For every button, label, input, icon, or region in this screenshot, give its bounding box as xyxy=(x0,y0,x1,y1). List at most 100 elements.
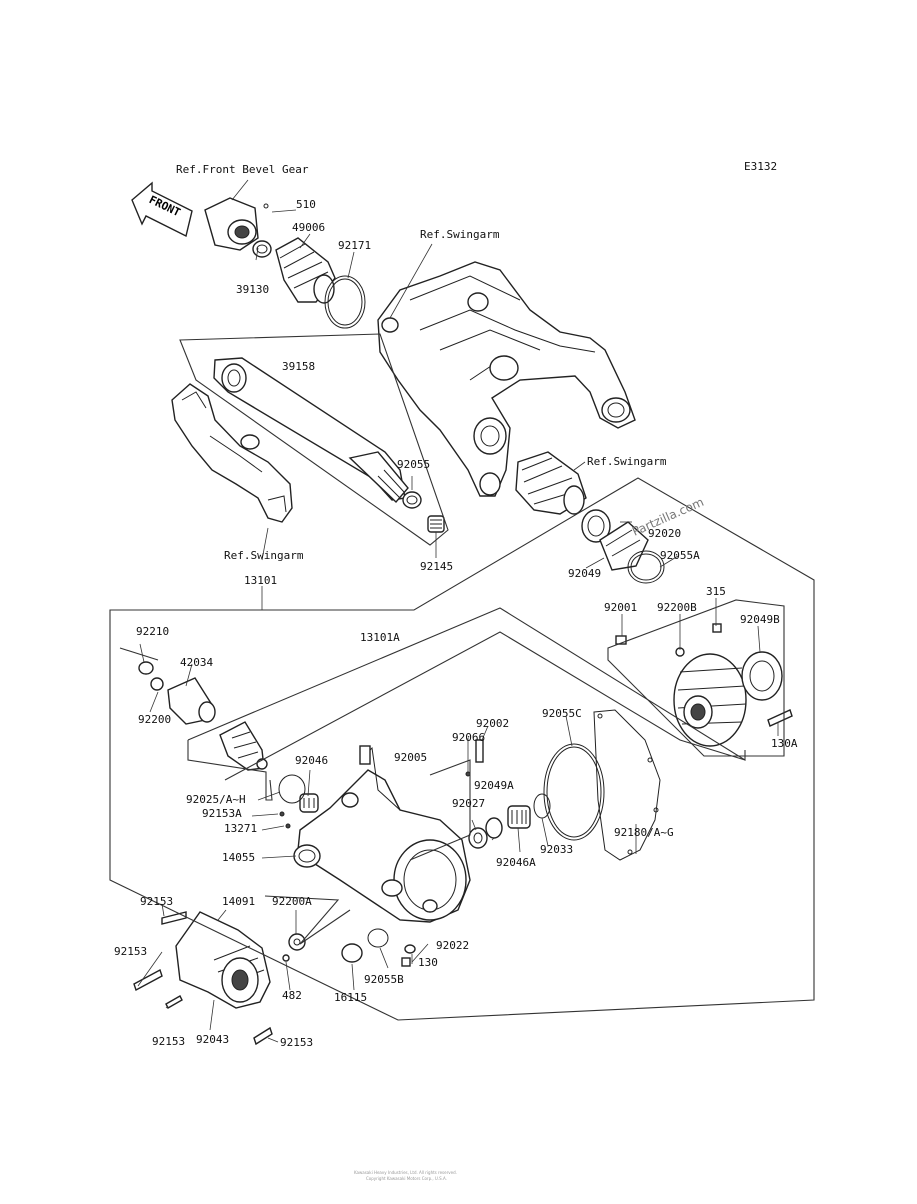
washer-92022-icon xyxy=(401,944,416,967)
washer-92200-icon xyxy=(150,677,164,691)
ring-gear-icon xyxy=(615,623,747,747)
leader-lines xyxy=(137,179,779,1043)
label-130: 130 xyxy=(418,956,438,969)
oring-92055C-icon xyxy=(543,743,605,841)
front-bevel-gear-icon xyxy=(204,197,269,251)
drive-shaft-icon xyxy=(213,357,409,504)
label-92049B: 92049B xyxy=(740,613,780,626)
bearing-92049-icon xyxy=(581,509,649,571)
label-92210: 92210 xyxy=(136,625,170,638)
label-92055B: 92055B xyxy=(364,973,404,986)
boot-swingarm-icon xyxy=(515,451,587,515)
label-13271: 13271 xyxy=(224,822,258,835)
label-39130: 39130 xyxy=(236,283,270,296)
diagram-code: E3132 xyxy=(744,160,778,173)
footer-line-1: Kawasaki Heavy Industries, Ltd. All righ… xyxy=(354,1170,457,1175)
bearing-92046-icon xyxy=(299,793,319,813)
label-130A: 130A xyxy=(771,737,798,750)
label-92055A: 92055A xyxy=(660,549,700,562)
label-92043: 92043 xyxy=(196,1033,230,1046)
label-92020: 92020 xyxy=(648,527,682,540)
cover-14091-icon xyxy=(175,911,290,1009)
assembly-box-92210 xyxy=(119,647,159,661)
assembly-box-cover xyxy=(409,759,471,861)
collar-92027-icon xyxy=(468,827,488,849)
label-92171: 92171 xyxy=(338,239,372,252)
label-92200B: 92200B xyxy=(657,601,697,614)
assembly-box-13101A xyxy=(187,607,746,801)
label-92027: 92027 xyxy=(452,797,486,810)
ring-92049A-icon xyxy=(485,817,503,839)
label-92180: 92180/A~G xyxy=(614,826,674,839)
swingarm-icon xyxy=(377,261,636,497)
label-92066: 92066 xyxy=(452,731,486,744)
label-92046: 92046 xyxy=(295,754,329,767)
ref-swingarm-top: Ref.Swingarm xyxy=(420,228,500,241)
assembly-box-right-cover xyxy=(607,599,785,757)
label-92153-a: 92153 xyxy=(140,895,174,908)
ring-39130-icon xyxy=(252,240,272,258)
label-92022: 92022 xyxy=(436,939,470,952)
ref-swingarm-mid: Ref.Swingarm xyxy=(587,455,667,468)
oring-92055B-icon xyxy=(367,928,389,948)
label-92153-d: 92153 xyxy=(280,1036,314,1049)
assembly-box-13101 xyxy=(109,477,815,1021)
label-14091: 14091 xyxy=(222,895,256,908)
small-parts-13271-icon xyxy=(279,811,291,829)
label-39158: 39158 xyxy=(282,360,316,373)
pin-92002-icon xyxy=(475,739,484,763)
label-92049A: 92049A xyxy=(474,779,514,792)
label-92001: 92001 xyxy=(604,601,638,614)
ref-front-bevel-gear: Ref.Front Bevel Gear xyxy=(176,163,309,176)
gasket-92180-icon xyxy=(593,709,661,861)
cap-16115-icon xyxy=(341,943,363,963)
assembly-box-39158 xyxy=(179,333,449,546)
label-92145: 92145 xyxy=(420,560,454,573)
oring-92025-icon xyxy=(278,774,306,804)
footer-line-2: Copyright Kawasaki Motors Corp., U.S.A. xyxy=(366,1176,447,1181)
label-92153A: 92153A xyxy=(202,807,242,820)
label-482: 482 xyxy=(282,989,302,1002)
label-42034: 42034 xyxy=(180,656,214,669)
label-14055: 14055 xyxy=(222,851,256,864)
bolt-92153-icon xyxy=(133,911,273,1046)
label-315: 315 xyxy=(706,585,726,598)
final-gear-case-icon xyxy=(297,745,471,923)
bearing-92046A-icon xyxy=(507,805,531,829)
label-92055C: 92055C xyxy=(542,707,582,720)
pinion-bearing-42034-icon xyxy=(167,677,216,725)
band-92171-icon xyxy=(324,275,366,329)
label-92153-b: 92153 xyxy=(114,945,148,958)
label-92005: 92005 xyxy=(394,751,428,764)
ring-14055-icon xyxy=(293,844,321,868)
label-92049: 92049 xyxy=(568,567,602,580)
bolt-130A-icon xyxy=(767,709,793,727)
label-92046A: 92046A xyxy=(496,856,536,869)
label-92200: 92200 xyxy=(138,713,172,726)
label-13101A: 13101A xyxy=(360,631,400,644)
assembly-box-bottom xyxy=(264,895,351,945)
seal-92049B-icon xyxy=(741,651,783,701)
label-92200A: 92200A xyxy=(272,895,312,908)
ring-92055-icon xyxy=(402,491,422,509)
joint-92145-icon xyxy=(427,515,445,533)
front-arrow-icon: FRONT xyxy=(131,181,193,238)
ref-swingarm-left: Ref.Swingarm xyxy=(224,549,304,562)
ring-92055A-icon xyxy=(627,550,665,584)
label-16115: 16115 xyxy=(334,991,368,1004)
label-510: 510 xyxy=(296,198,316,211)
label-49006: 49006 xyxy=(292,221,326,234)
pinion-gear-icon xyxy=(219,721,268,771)
ring-92033-icon xyxy=(533,793,551,819)
swingarm-left-icon xyxy=(171,383,293,523)
pin-92066-icon xyxy=(465,771,471,777)
label-92002: 92002 xyxy=(476,717,510,730)
label-92025: 92025/A~H xyxy=(186,793,246,806)
label-13101: 13101 xyxy=(244,574,278,587)
washer-92200A-icon xyxy=(288,933,306,951)
label-92033: 92033 xyxy=(540,843,574,856)
nut-92210-icon xyxy=(138,661,154,675)
label-92153-c: 92153 xyxy=(152,1035,186,1048)
